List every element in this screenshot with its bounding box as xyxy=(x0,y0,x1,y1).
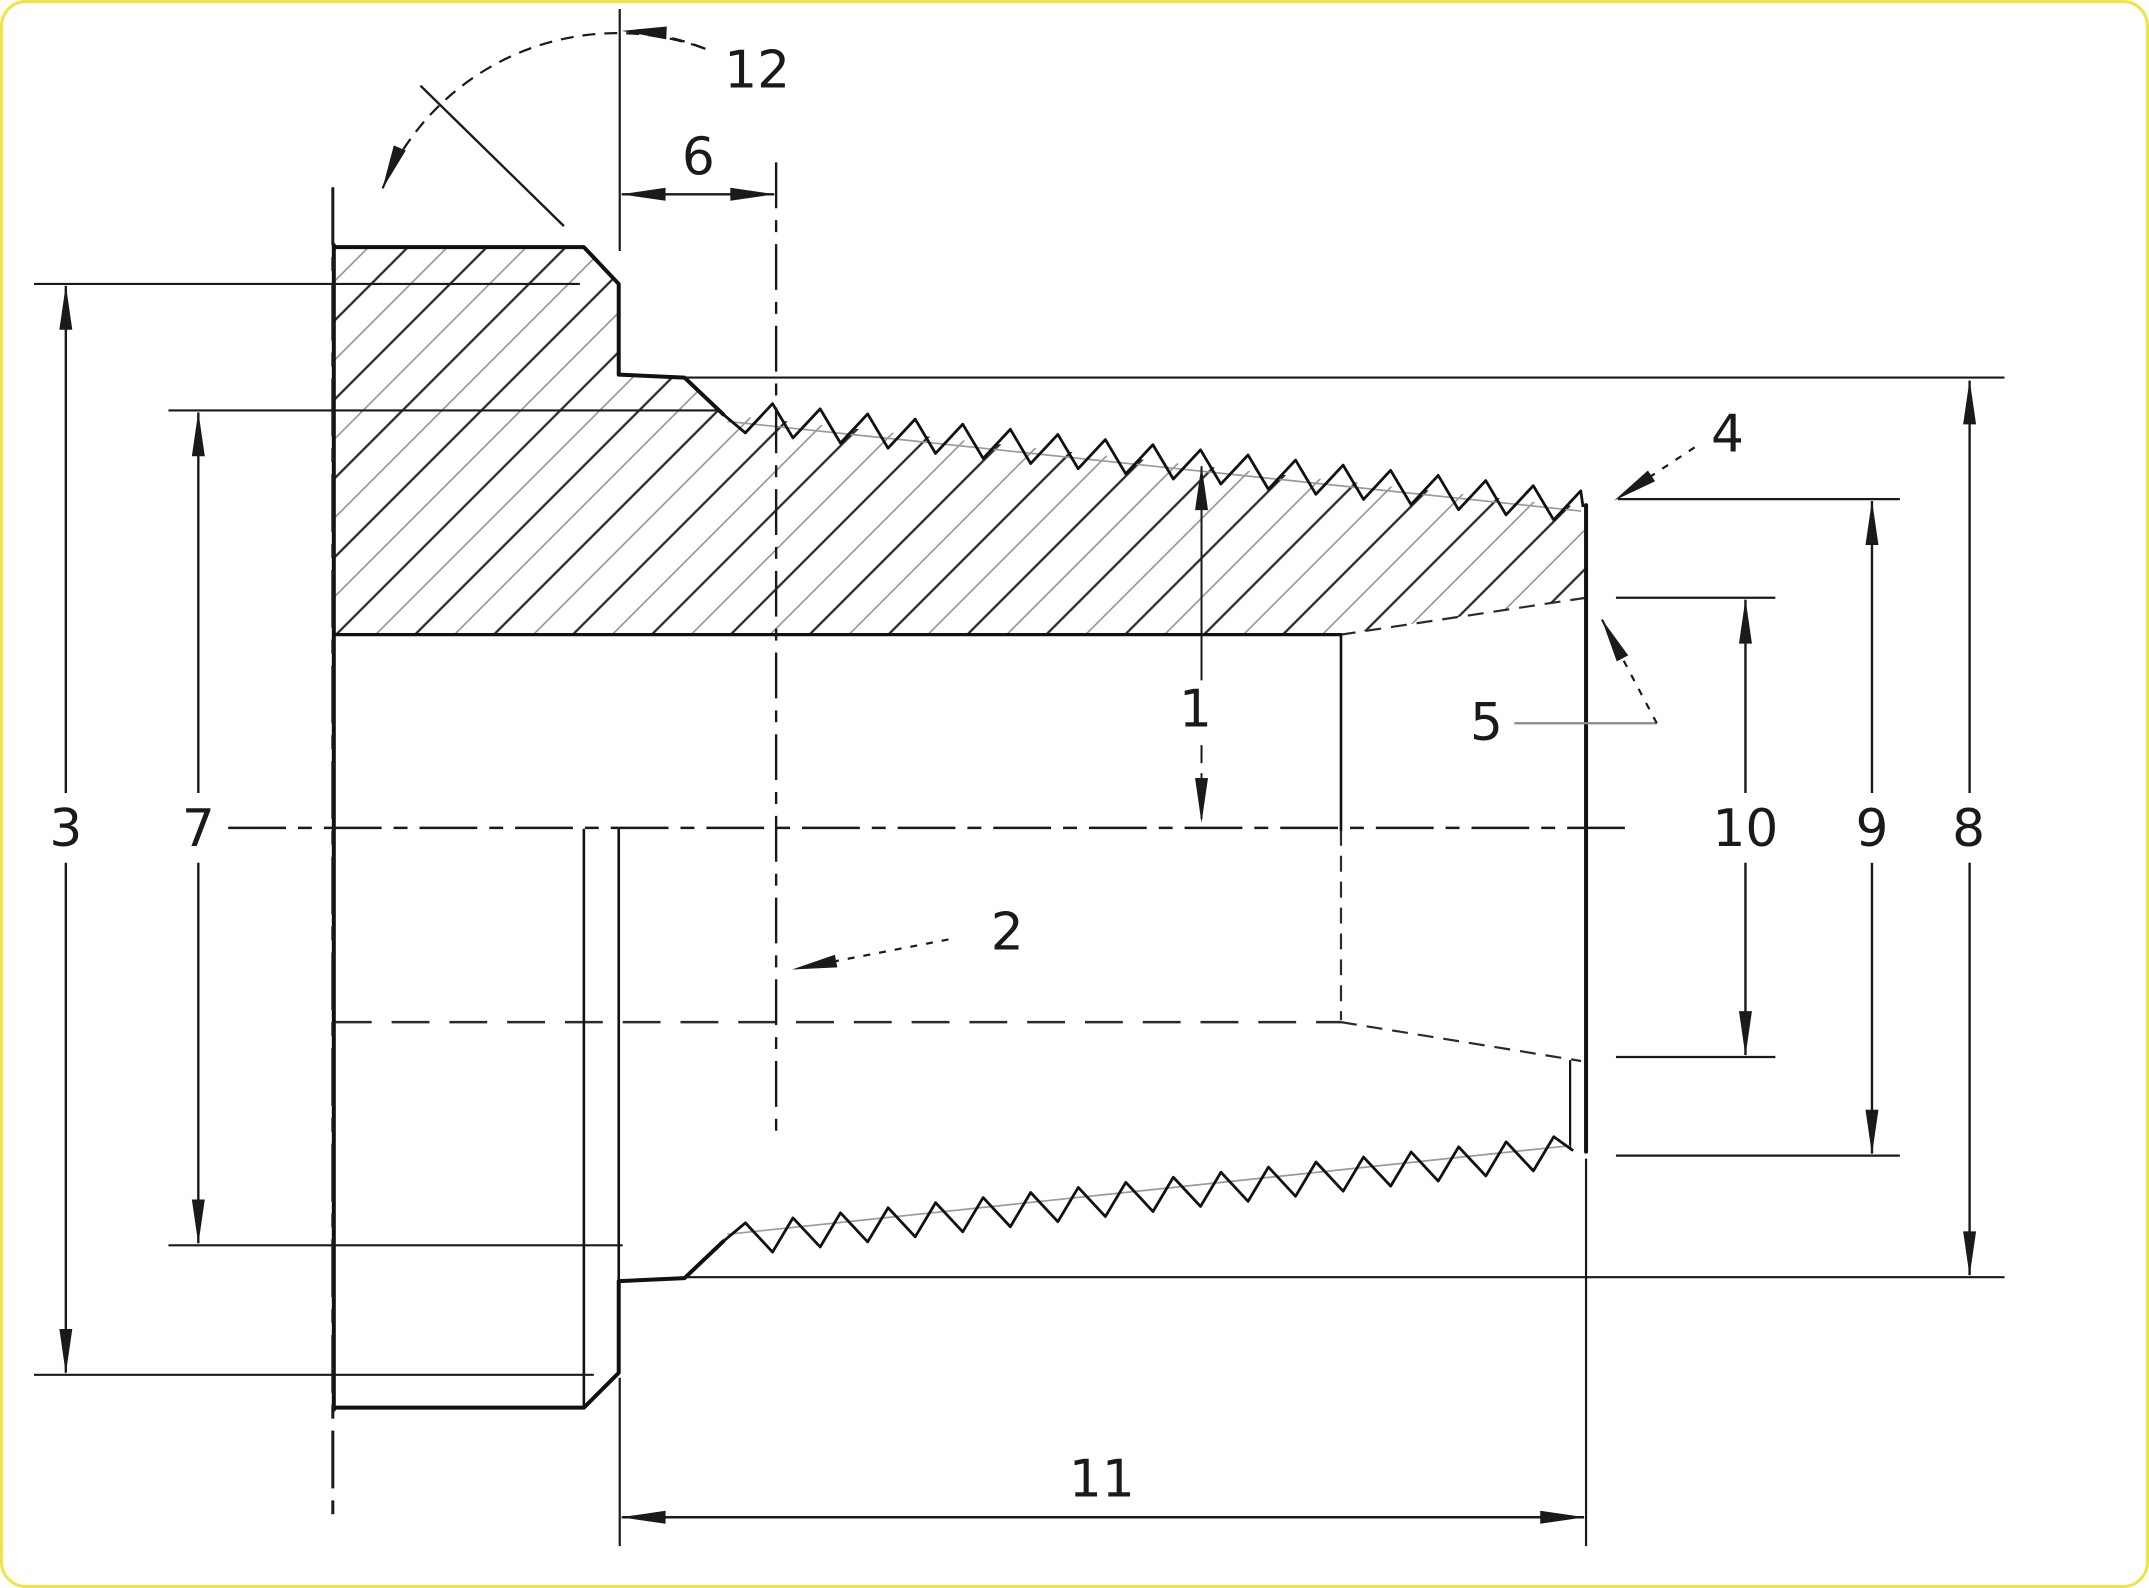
flange-lower-profile xyxy=(331,1239,726,1410)
callout-6: 6 xyxy=(682,127,715,187)
callout-2: 2 xyxy=(991,902,1024,962)
callout-8: 8 xyxy=(1952,799,1985,859)
callout-1: 1 xyxy=(1179,679,1212,739)
chamfer-angle-reference-line xyxy=(419,84,565,228)
bore-taper-lower-hidden-line xyxy=(1340,1021,1582,1063)
lower-thread-profile xyxy=(722,1135,1574,1254)
angle-arc xyxy=(381,32,706,190)
callout-12: 12 xyxy=(724,41,790,101)
callout-4: 4 xyxy=(1711,404,1744,464)
callout-labels: 1 2 3 4 5 6 7 8 9 10 11 12 xyxy=(49,41,1985,1510)
leader-5 xyxy=(1601,618,1658,724)
section-hatch-upper xyxy=(333,247,1587,635)
leader-lines xyxy=(792,446,1696,971)
angle-arc-end xyxy=(621,26,706,50)
callout-7: 7 xyxy=(182,799,215,859)
extension-lines xyxy=(33,8,2005,1547)
flange-upper-profile xyxy=(331,245,726,417)
bore-taper-upper-hidden-line xyxy=(1340,596,1587,636)
leader-2 xyxy=(792,938,949,971)
angle-dim-12 xyxy=(381,26,706,228)
lower-thread-envelope-line xyxy=(727,1144,1571,1236)
upper-thread-envelope-line xyxy=(727,420,1582,512)
callout-5: 5 xyxy=(1470,693,1503,753)
callout-3: 3 xyxy=(49,799,82,859)
callout-11: 11 xyxy=(1069,1449,1135,1509)
thread-envelopes xyxy=(727,420,1582,1236)
dimension-lines xyxy=(59,187,1977,1524)
upper-thread-profile xyxy=(722,402,1585,522)
callout-9: 9 xyxy=(1855,799,1888,859)
callout-10: 10 xyxy=(1712,799,1778,859)
technical-drawing: 1 2 3 4 5 6 7 8 9 10 11 12 xyxy=(33,8,2005,1547)
hidden-bore-lines xyxy=(333,596,1587,1063)
leader-4 xyxy=(1614,446,1696,502)
